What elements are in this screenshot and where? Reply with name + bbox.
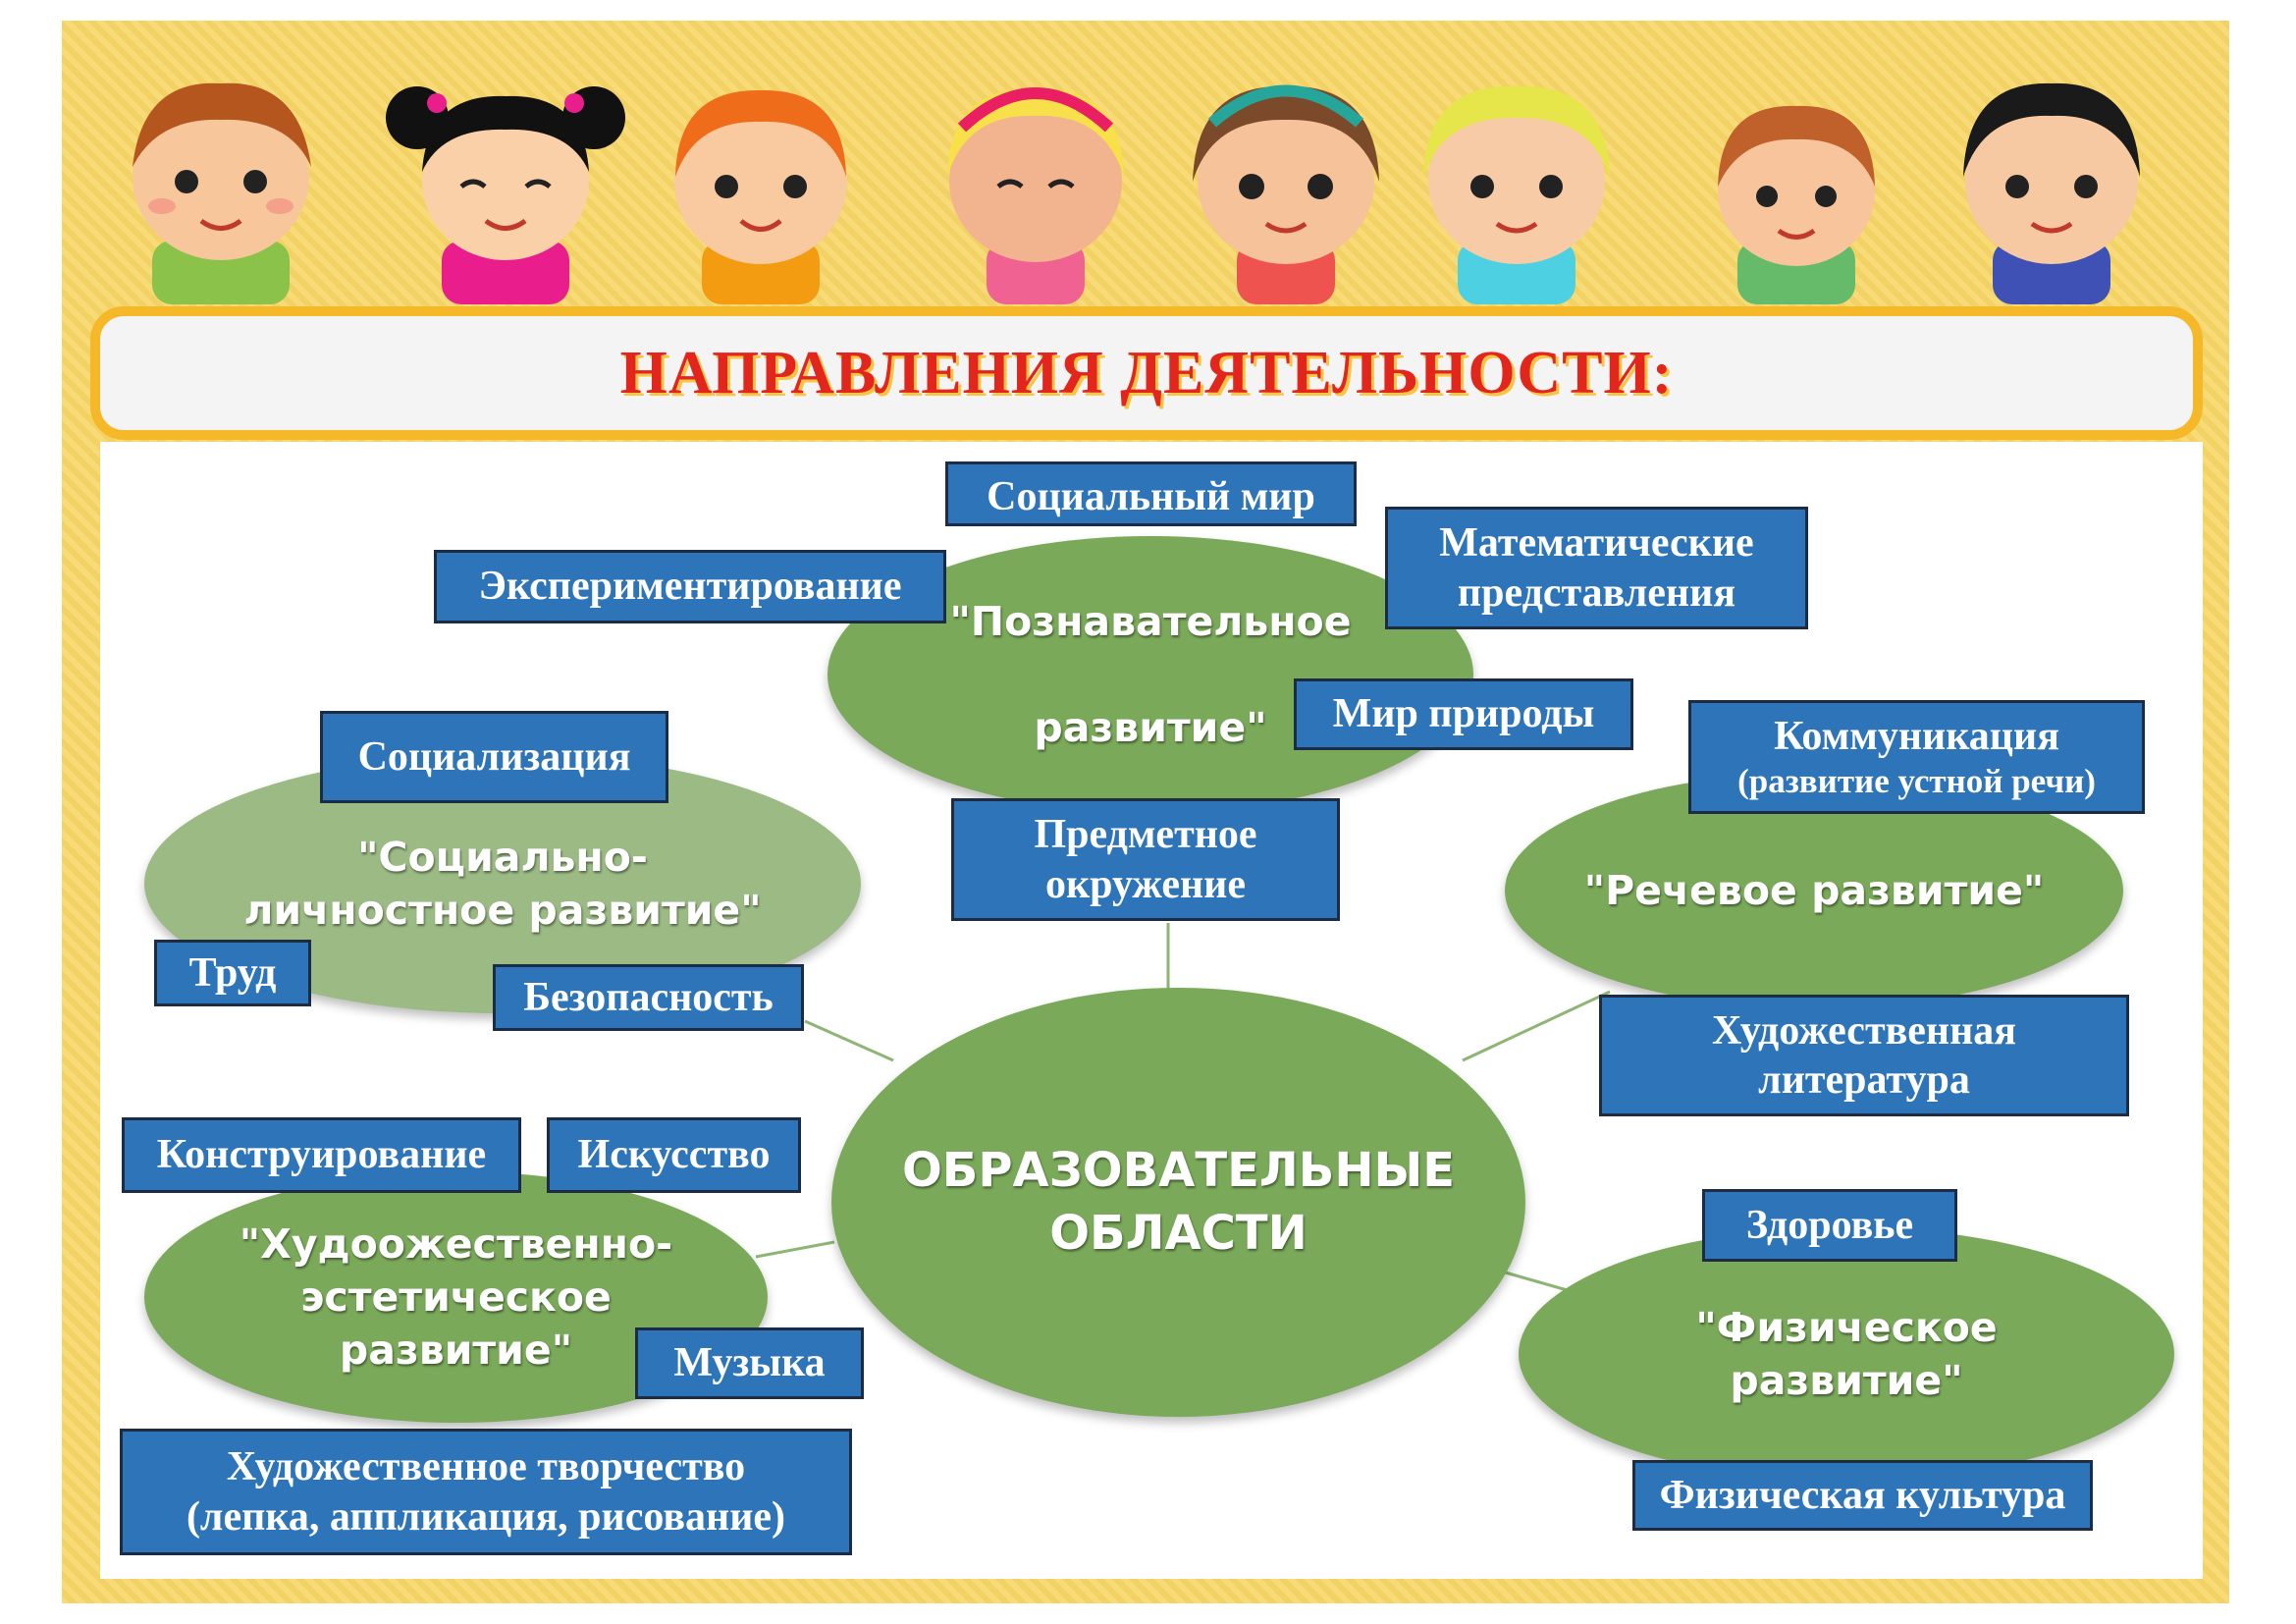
physical-label: "Физическое развитие" xyxy=(1695,1303,1998,1404)
center-label: ОБРАЗОВАТЕЛЬНЫЕ ОБЛАСТИ xyxy=(901,1143,1456,1261)
social-label: "Социально- личностное развитие" xyxy=(243,833,762,934)
child-face-icon xyxy=(133,82,311,304)
box-labor: Труд xyxy=(154,940,311,1006)
child-face-icon xyxy=(947,87,1124,304)
box-nature: Мир природы xyxy=(1294,678,1633,750)
artistic-label: "Худоожественно- эстетическое развитие" xyxy=(239,1219,673,1375)
box-objects: Предметное окружение xyxy=(951,798,1340,921)
box-music: Музыка xyxy=(635,1327,864,1399)
box-experimenting: Экспериментирование xyxy=(434,550,946,623)
box-health: Здоровье xyxy=(1702,1189,1957,1262)
cognitive-label: "Познавательное развитие" xyxy=(949,597,1352,752)
box-social-world: Социальный мир xyxy=(945,461,1357,526)
oval-educational-areas: ОБРАЗОВАТЕЛЬНЫЕ ОБЛАСТИ xyxy=(831,988,1525,1417)
box-physical-culture: Физическая культура xyxy=(1632,1460,2093,1531)
speech-label: "Речевое развитие" xyxy=(1583,866,2045,914)
child-face-icon xyxy=(1718,105,1875,304)
child-face-icon xyxy=(1423,85,1610,304)
child-face-icon xyxy=(1193,84,1379,304)
page-title: НАПРАВЛЕНИЯ ДЕЯТЕЛЬНОСТИ: xyxy=(619,339,1674,406)
communication-note: (развитие устной речи) xyxy=(1737,762,2096,801)
box-socialization: Социализация xyxy=(320,711,668,803)
title-banner: НАПРАВЛЕНИЯ ДЕЯТЕЛЬНОСТИ: xyxy=(90,306,2203,440)
box-art: Искусство xyxy=(547,1117,801,1193)
child-face-icon xyxy=(674,89,847,304)
oval-physical-development: "Физическое развитие" xyxy=(1519,1227,2174,1481)
box-fiction: Художественная литература xyxy=(1599,995,2129,1116)
box-safety: Безопасность xyxy=(493,964,804,1031)
box-math: Математические представления xyxy=(1385,507,1808,629)
child-face-icon xyxy=(386,86,625,304)
box-creativity: Художественное творчество (лепка, апплик… xyxy=(120,1429,852,1555)
communication-label: Коммуникация xyxy=(1774,713,2059,759)
box-construction: Конструирование xyxy=(122,1117,521,1193)
child-face-icon xyxy=(1963,82,2140,304)
box-communication: Коммуникация (развитие устной речи) xyxy=(1688,700,2145,814)
